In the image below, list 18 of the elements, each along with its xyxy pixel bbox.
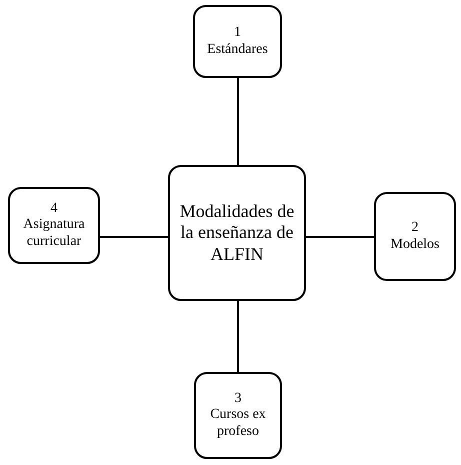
category-box [194,372,282,459]
connector-line [306,236,374,238]
number-label: 4 [50,201,58,218]
number-label: 2 [412,220,418,236]
number-label: 1 [234,25,241,42]
box-label: Modalidades de la enseñanza de ALFIN [178,200,296,266]
connector-line [100,236,168,238]
central-box [168,165,306,301]
connector-line [237,301,239,372]
box-label: Cursos ex profeso [209,407,267,440]
category-box [8,187,100,264]
category-box [374,192,456,281]
number-label: 3 [234,391,242,408]
category-box [193,5,282,78]
box-label: Modelos [390,236,440,253]
box-label: Asignatura curricular [22,217,86,250]
box-label: Estándares [207,42,268,58]
connector-line [237,78,239,165]
